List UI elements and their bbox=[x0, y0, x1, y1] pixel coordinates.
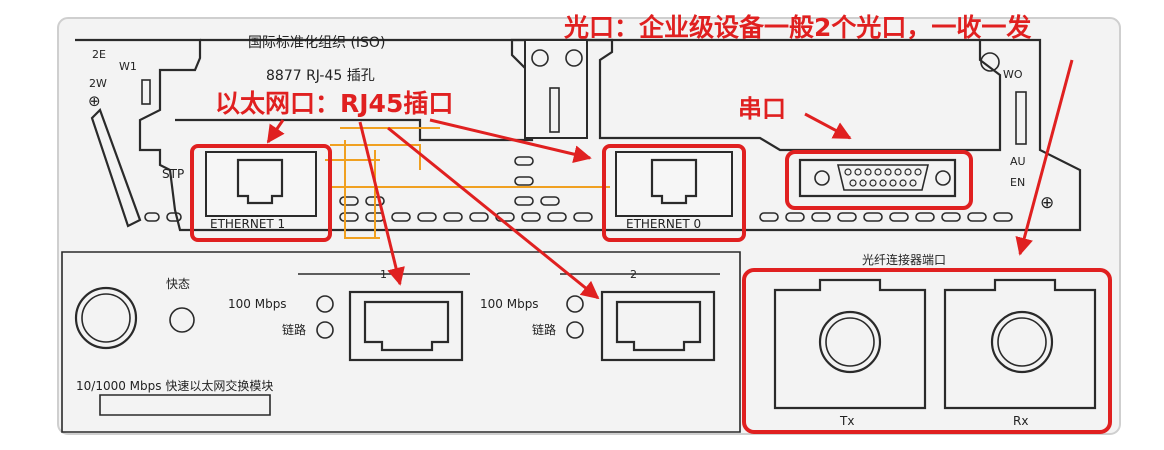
highlight-ethernet-0 bbox=[602, 144, 746, 242]
mark-en: EN bbox=[1010, 176, 1025, 189]
status-led bbox=[169, 307, 195, 333]
ethernet-1-jack bbox=[236, 158, 284, 205]
module-thumbscrew-inner bbox=[81, 293, 131, 343]
fiber-tx-housing bbox=[773, 278, 927, 410]
ethernet-0-port bbox=[615, 151, 733, 217]
port-2-link-led bbox=[566, 321, 584, 339]
fiber-tx-ring-outer bbox=[818, 310, 882, 374]
port-2-number: 2 bbox=[630, 268, 637, 281]
center-bracket bbox=[524, 39, 588, 139]
stp-label: STP bbox=[162, 167, 184, 181]
mark-2e: 2E bbox=[92, 48, 106, 61]
bracket-hole-left bbox=[531, 49, 549, 67]
fiber-tx-label: Tx bbox=[839, 414, 854, 428]
serial-port-shell bbox=[798, 158, 957, 198]
highlight-serial bbox=[785, 150, 973, 210]
port-1-link-label: 链路 bbox=[282, 322, 306, 337]
ground-symbol-left: ⊕ bbox=[88, 92, 101, 110]
status-label: 快态 bbox=[166, 277, 190, 291]
ethernet-0-label: ETHERNET 0 bbox=[626, 217, 701, 231]
annotation-serial: 串口 bbox=[738, 95, 786, 123]
ethernet-0-jack bbox=[650, 158, 698, 205]
ethernet-1-port bbox=[205, 151, 317, 217]
serial-screw-right bbox=[935, 170, 951, 186]
fiber-rx-housing bbox=[943, 278, 1097, 410]
port-2-link-label: 链路 bbox=[532, 322, 556, 337]
rj45-subtitle: 8877 RJ-45 插孔 bbox=[266, 68, 375, 84]
highlight-fiber bbox=[742, 268, 1112, 434]
serial-connector bbox=[836, 164, 930, 191]
bracket-slot bbox=[549, 87, 560, 133]
upper-panel bbox=[75, 38, 1082, 232]
port-1-jack bbox=[348, 290, 464, 362]
mark-wo: WO bbox=[1003, 68, 1023, 81]
left-latch bbox=[90, 108, 142, 228]
mark-2w: 2W bbox=[89, 77, 107, 90]
chassis-outline bbox=[57, 17, 1121, 435]
bracket-hole-right bbox=[565, 49, 583, 67]
fiber-rx-ring-outer bbox=[990, 310, 1054, 374]
mark-au: AU bbox=[1010, 155, 1026, 168]
ground-symbol-right: ⊕ bbox=[1040, 193, 1054, 213]
right-hole bbox=[980, 52, 1000, 72]
left-slot bbox=[141, 79, 151, 105]
module-thumbscrew-outer bbox=[74, 286, 138, 350]
annotation-ethernet: 以太网口：RJ45插口 bbox=[215, 89, 453, 118]
fiber-rx-label: Rx bbox=[1013, 414, 1028, 428]
module-label: 10/1000 Mbps 快速以太网交换模块 bbox=[76, 378, 273, 393]
vent-row bbox=[144, 156, 1013, 222]
iso-title: 国际标准化组织 (ISO) bbox=[248, 35, 385, 51]
annotation-arrows bbox=[266, 59, 1074, 300]
fiber-rx-ring-inner bbox=[997, 317, 1047, 367]
port-1-speed-label: 100 Mbps bbox=[228, 297, 287, 311]
port-2-jack-inner bbox=[615, 300, 702, 352]
lower-module bbox=[61, 251, 741, 433]
serial-screw-left bbox=[814, 170, 830, 186]
ethernet-1-label: ETHERNET 1 bbox=[210, 217, 285, 231]
module-tab bbox=[99, 394, 271, 416]
fiber-title: 光纤连接器端口 bbox=[862, 252, 946, 267]
highlight-ethernet-1 bbox=[190, 144, 332, 242]
fiber-tx-ring-inner bbox=[825, 317, 875, 367]
port-1-jack-inner bbox=[363, 300, 450, 352]
port-1-number: 1 bbox=[380, 268, 387, 281]
annotation-optical: 光口：企业级设备一般2个光口，一收一发 bbox=[563, 13, 1031, 42]
port-1-link-led bbox=[316, 321, 334, 339]
port-2-speed-label: 100 Mbps bbox=[480, 297, 539, 311]
right-slot bbox=[1015, 91, 1027, 145]
serial-pins bbox=[844, 168, 922, 187]
mark-w1: W1 bbox=[119, 60, 137, 73]
port-2-speed-led bbox=[566, 295, 584, 313]
port-2-jack bbox=[600, 290, 716, 362]
port-1-speed-led bbox=[316, 295, 334, 313]
